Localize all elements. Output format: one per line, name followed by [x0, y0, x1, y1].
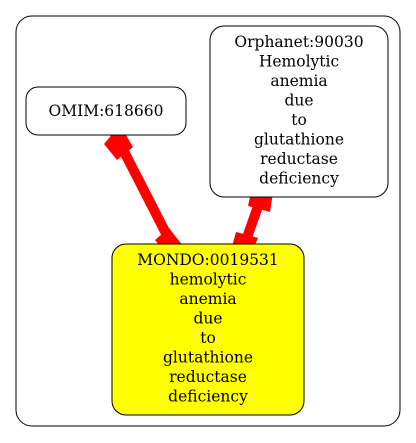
node-label-line: glutathione [254, 131, 344, 149]
node-label-line: anemia [270, 72, 327, 90]
node-omim-box [25, 86, 187, 136]
node-label-line: OMIM:618660 [49, 102, 164, 120]
node-label-line: to [291, 111, 307, 129]
node-label-line: glutathione [163, 349, 253, 367]
node-omim[interactable]: OMIM:618660 [25, 86, 187, 136]
node-label-line: anemia [179, 290, 236, 308]
node-mondo-box [111, 243, 305, 416]
node-label-line: MONDO:0019531 [137, 251, 279, 269]
node-label-line: Hemolytic [259, 53, 339, 71]
node-label-line: deficiency [168, 388, 248, 406]
edge-arrowhead [104, 125, 133, 160]
node-omim-label: OMIM:618660 [49, 102, 164, 120]
node-label-line: due [284, 92, 313, 110]
node-label-line: due [193, 310, 222, 328]
node-label-line: reductase [169, 368, 247, 386]
node-label-line: deficiency [259, 170, 339, 188]
node-orphanet-box [209, 25, 389, 198]
node-label-line: hemolytic [170, 271, 247, 289]
node-label-line: to [200, 329, 216, 347]
node-label-line: Orphanet:90030 [234, 33, 363, 51]
node-label-line: reductase [260, 150, 338, 168]
